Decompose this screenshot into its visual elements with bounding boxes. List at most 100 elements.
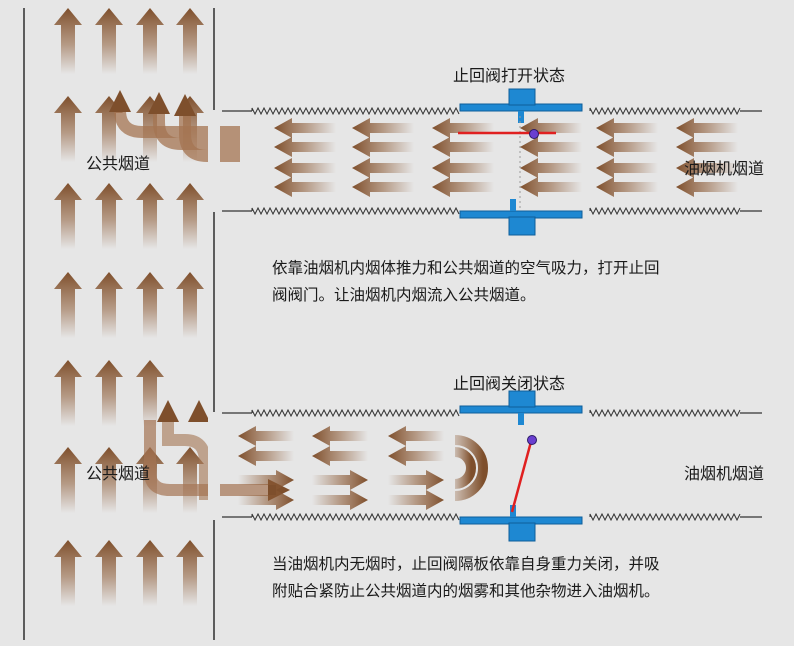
bottom-right-arrow-0-0 <box>238 470 294 490</box>
up-arrow-3-3 <box>176 272 204 338</box>
top-left-arrow-1-4 <box>596 137 658 157</box>
up-arrow-3-0 <box>54 272 82 338</box>
bottom-description-line-1: 当油烟机内无烟时，止回阀隔板依靠自身重力关闭，并吸 <box>272 555 660 573</box>
top-left-arrow-0-1 <box>352 118 414 138</box>
bottom-description-line-2: 附贴合紧防止公共烟道内的烟雾和其他杂物进入油烟机。 <box>272 582 660 600</box>
range-hood-ducts <box>222 106 762 522</box>
bottom-turn-head-up-2 <box>188 400 210 422</box>
bottom-duct-bottom-hose-right <box>589 512 741 522</box>
bottom-description: 当油烟机内无烟时，止回阀隔板依靠自身重力关闭，并吸 附贴合紧防止公共烟道内的烟雾… <box>272 551 772 605</box>
public-flue-up-arrows <box>54 8 204 606</box>
top-duct-bottom-hose-right <box>589 206 741 216</box>
top-hood-duct-label: 油烟机烟道 <box>684 159 765 178</box>
bottom-hood-duct-label: 油烟机烟道 <box>684 464 765 483</box>
top-duct-top-hose-left <box>251 106 460 116</box>
bottom-duct-top-hose-right <box>589 408 741 418</box>
bottom-duct-bottom-hose-left <box>251 512 460 522</box>
up-arrow-4-2 <box>136 360 164 426</box>
up-arrow-0-0 <box>54 8 82 74</box>
top-duct-top-hose-right <box>589 106 741 116</box>
top-left-arrow-0-5 <box>676 118 738 138</box>
bottom-turn-head-up <box>157 400 179 422</box>
up-arrow-1-0 <box>54 96 82 162</box>
top-duct-bottom-hose-left <box>251 206 460 216</box>
up-arrow-6-1 <box>95 540 123 606</box>
top-turn-flow-0 <box>114 109 240 138</box>
bottom-left-arrow-1-0 <box>238 446 294 466</box>
top-left-arrow-1-3 <box>520 137 582 157</box>
bottom-left-arrow-0-1 <box>312 426 368 446</box>
flow-arrows <box>238 118 738 510</box>
bottom-left-arrow-0-2 <box>388 426 444 446</box>
bottom-right-arrow-1-1 <box>312 490 368 510</box>
bottom-valve-plate-closed <box>510 437 534 513</box>
up-arrow-2-1 <box>95 183 123 249</box>
up-arrow-3-1 <box>95 272 123 338</box>
up-arrow-2-3 <box>176 183 204 249</box>
top-left-arrow-2-5 <box>676 158 738 178</box>
top-turn-head-2 <box>174 94 196 116</box>
top-left-arrow-3-5 <box>676 177 738 197</box>
bottom-u-turn-0 <box>454 435 488 501</box>
bottom-turn-flow-up <box>162 420 211 500</box>
top-turn-flow-2 <box>179 114 240 162</box>
top-left-arrow-3-3 <box>520 177 582 197</box>
up-arrow-0-3 <box>176 8 204 74</box>
top-left-arrow-2-0 <box>274 158 336 178</box>
bottom-valve-hinge <box>527 435 537 445</box>
bottom-right-arrow-0-1 <box>312 470 368 490</box>
top-left-arrow-1-1 <box>352 137 414 157</box>
bottom-right-arrow-1-2 <box>388 490 444 510</box>
up-arrow-3-2 <box>136 272 164 338</box>
up-arrow-5-1 <box>95 447 123 513</box>
top-description-line-2: 阀阀门。让油烟机内烟流入公共烟道。 <box>272 286 536 304</box>
bottom-turn-flow-right <box>144 420 270 496</box>
up-arrow-0-1 <box>95 8 123 74</box>
top-valve-lower-collar <box>508 216 536 236</box>
up-arrow-0-2 <box>136 8 164 74</box>
top-left-arrow-2-3 <box>520 158 582 178</box>
top-left-arrow-0-4 <box>596 118 658 138</box>
top-left-arrow-2-1 <box>352 158 414 178</box>
up-arrow-5-3 <box>176 447 204 513</box>
flue-wall-opening-1 <box>208 412 220 520</box>
check-valves <box>458 88 583 542</box>
bottom-valve-lower-collar <box>508 522 536 542</box>
top-valve-upper-tab <box>518 111 524 123</box>
up-arrow-6-0 <box>54 540 82 606</box>
top-description: 依靠油烟机内烟体推力和公共烟道的空气吸力，打开止回 阀阀门。让油烟机内烟流入公共… <box>272 255 772 309</box>
bottom-duct-top-hose-left <box>251 408 460 418</box>
top-left-arrow-2-2 <box>432 158 494 178</box>
bottom-public-flue-label: 公共烟道 <box>86 464 151 483</box>
top-valve-upper-collar <box>508 88 536 106</box>
top-left-arrow-1-5 <box>676 137 738 157</box>
flue-walls <box>23 8 220 640</box>
up-arrow-6-3 <box>176 540 204 606</box>
top-public-flue-label: 公共烟道 <box>86 154 151 173</box>
bottom-valve-upper-collar <box>508 390 536 408</box>
top-description-line-1: 依靠油烟机内烟体推力和公共烟道的空气吸力，打开止回 <box>272 259 660 277</box>
top-turn-head-1 <box>148 92 170 114</box>
top-left-arrow-2-4 <box>596 158 658 178</box>
bottom-title: 止回阀关闭状态 <box>453 374 566 393</box>
top-left-arrow-1-2 <box>432 137 494 157</box>
top-title: 止回阀打开状态 <box>453 66 566 85</box>
up-arrow-5-0 <box>54 447 82 513</box>
up-arrow-6-2 <box>136 540 164 606</box>
bottom-left-arrow-0-0 <box>238 426 294 446</box>
bottom-right-arrow-0-2 <box>388 470 444 490</box>
top-left-arrow-3-0 <box>274 177 336 197</box>
top-left-arrow-3-4 <box>596 177 658 197</box>
top-valve-hinge <box>529 129 539 139</box>
flue-wall-opening-0 <box>208 110 220 212</box>
bottom-u-turn-1 <box>454 447 476 489</box>
bottom-right-arrow-1-0 <box>238 490 294 510</box>
top-left-arrow-3-2 <box>432 177 494 197</box>
up-arrow-4-0 <box>54 360 82 426</box>
bottom-valve-upper-tab <box>518 413 524 425</box>
top-left-arrow-0-2 <box>432 118 494 138</box>
top-left-arrow-0-0 <box>274 118 336 138</box>
up-arrow-2-2 <box>136 183 164 249</box>
top-left-arrow-3-1 <box>352 177 414 197</box>
